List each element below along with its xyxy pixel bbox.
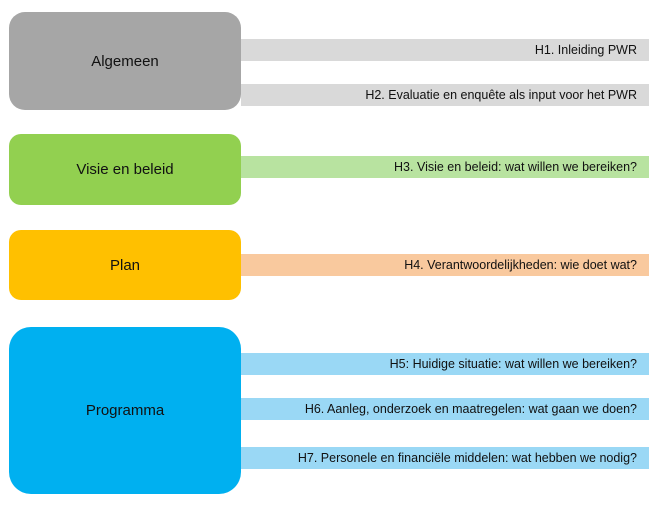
chapter-bar-h6: H6. Aanleg, onderzoek en maatregelen: wa… bbox=[241, 398, 649, 420]
chapter-label: H3. Visie en beleid: wat willen we berei… bbox=[394, 160, 637, 174]
chapter-bar-h4: H4. Verantwoordelijkheden: wie doet wat? bbox=[241, 254, 649, 276]
chapter-label: H7. Personele en financiële middelen: wa… bbox=[297, 451, 637, 465]
group-box-algemeen: Algemeen bbox=[9, 12, 241, 110]
group-box-programma: Programma bbox=[9, 327, 241, 494]
group-label: Visie en beleid bbox=[76, 161, 174, 178]
chapter-bar-h2: H2. Evaluatie en enquête als input voor … bbox=[241, 84, 649, 106]
group-box-plan: Plan bbox=[9, 230, 241, 300]
chapter-label: H6. Aanleg, onderzoek en maatregelen: wa… bbox=[304, 402, 637, 416]
group-box-visie-en-beleid: Visie en beleid bbox=[9, 134, 241, 205]
group-label: Plan bbox=[109, 256, 141, 274]
chapter-label: H2. Evaluatie en enquête als input voor … bbox=[365, 88, 637, 102]
chapter-label: H5: Huidige situatie: wat willen we bere… bbox=[389, 357, 637, 371]
chapter-bar-h3: H3. Visie en beleid: wat willen we berei… bbox=[241, 156, 649, 178]
chapter-bar-h7: H7. Personele en financiële middelen: wa… bbox=[241, 447, 649, 469]
group-label: Programma bbox=[85, 402, 165, 419]
chapter-label: H1. Inleiding PWR bbox=[534, 43, 637, 57]
group-label: Algemeen bbox=[91, 52, 159, 70]
chapter-bar-h1: H1. Inleiding PWR bbox=[241, 39, 649, 61]
chapter-label: H4. Verantwoordelijkheden: wie doet wat? bbox=[404, 258, 637, 272]
chapter-bar-h5: H5: Huidige situatie: wat willen we bere… bbox=[241, 353, 649, 375]
